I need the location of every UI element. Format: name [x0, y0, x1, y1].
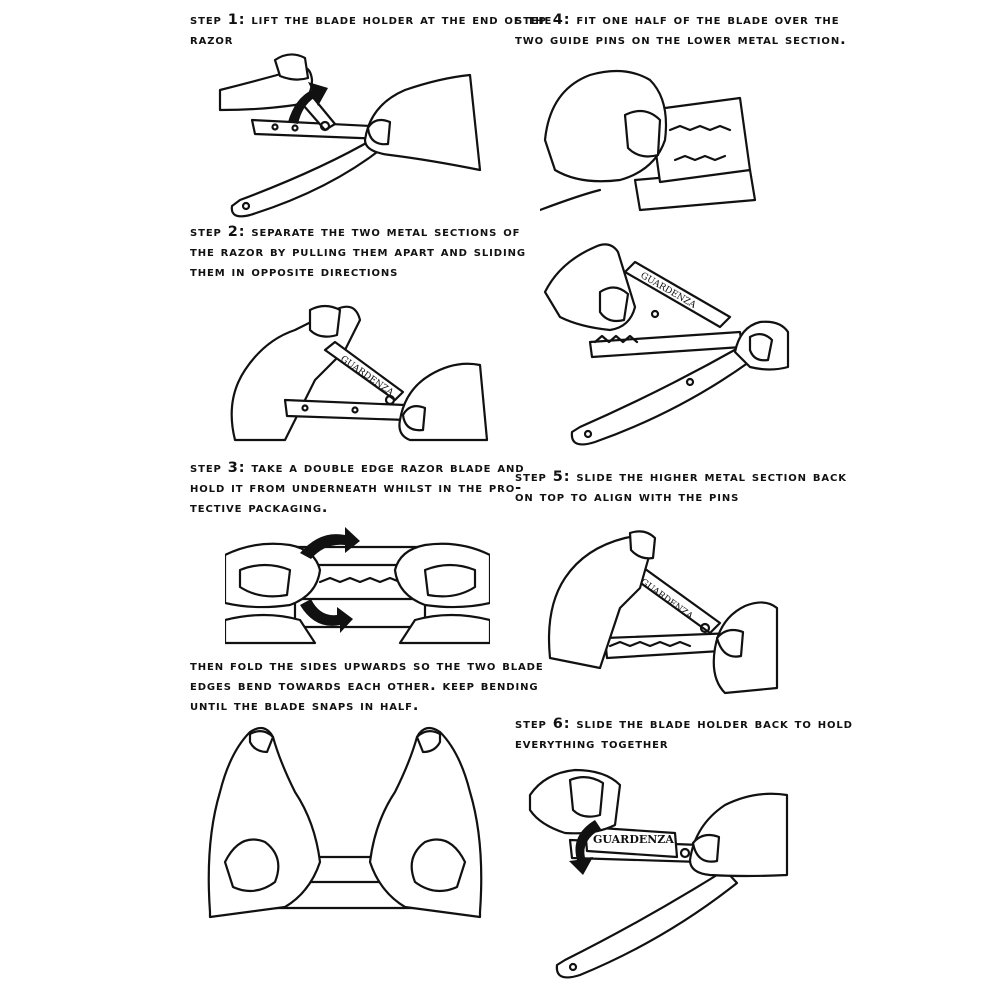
- razor-handle: [555, 868, 739, 979]
- right-thumbnail: [423, 563, 477, 598]
- slide-arrow-icon: [569, 820, 601, 875]
- step3-illustration: [225, 527, 490, 645]
- step3b-instruction: Then fold the sides upwards so the two b…: [190, 658, 544, 714]
- blade-edge: [608, 640, 692, 648]
- brand-label: GUARDENZA: [593, 833, 674, 846]
- lift-arrow-icon: [288, 82, 328, 124]
- thumbnail: [623, 109, 662, 158]
- left-hand-bottom: [225, 613, 317, 645]
- step6-instruction: Step 6: Slide the blade holder back to h…: [515, 716, 853, 752]
- left-thumbnail: [308, 304, 342, 338]
- step2-illustration: GUARDENZA: [230, 304, 489, 442]
- left-thumbnail: [238, 563, 292, 598]
- razor-handle: [230, 136, 387, 218]
- right-index-nail: [415, 730, 442, 754]
- step4-instruction: Step 4: Fit one half of the blade over t…: [515, 12, 847, 48]
- rotate-arrow-bottom-icon: [300, 599, 353, 633]
- step4-illustration-bottom: GUARDENZA: [543, 243, 790, 446]
- left-thumbnail: [598, 286, 630, 323]
- blade-edge: [593, 334, 639, 344]
- blade-edge: [668, 124, 732, 132]
- step1-instruction: Step 1: Lift the blade holder at the end…: [190, 12, 553, 48]
- lower-metal-section: [588, 330, 744, 359]
- right-thumbnail: [410, 838, 467, 893]
- left-thumbnail: [273, 53, 310, 81]
- right-thumbnail: [691, 833, 721, 863]
- upper-metal-section: [323, 340, 405, 402]
- razor-handle: [570, 345, 754, 446]
- right-thumbnail: [401, 405, 427, 432]
- step3b-illustration: [207, 726, 483, 919]
- right-hand: [363, 73, 482, 172]
- blade-slot: [318, 576, 402, 584]
- left-thumbnail: [628, 530, 657, 560]
- right-hand: [712, 601, 779, 695]
- brand-label: GUARDENZA: [338, 354, 395, 398]
- step1-illustration: [218, 53, 482, 218]
- right-thumbnail: [366, 118, 392, 146]
- step5-instruction: Step 5: Slide the higher metal section b…: [515, 469, 847, 505]
- upper-metal-section: [623, 260, 732, 329]
- step3-instruction: Step 3: Take a double edge razor blade a…: [190, 460, 525, 516]
- step6-illustration: GUARDENZA: [528, 768, 789, 979]
- left-index-nail: [248, 730, 275, 754]
- rotate-arrow-top-icon: [300, 527, 360, 559]
- brand-label: GUARDENZA: [639, 271, 698, 311]
- left-thumbnail: [568, 776, 605, 818]
- right-thumbnail: [748, 333, 774, 362]
- step5-illustration: GUARDENZA: [547, 530, 779, 695]
- left-thumbnail: [223, 838, 280, 893]
- right-thumbnail: [715, 628, 745, 658]
- blade-edge-lower: [673, 154, 727, 162]
- step4-illustration-top: [540, 69, 757, 212]
- hand-outline: [540, 188, 602, 212]
- step2-instruction: Step 2: Separate the two metal sections …: [190, 224, 526, 280]
- left-hand: [230, 305, 362, 442]
- right-hand-bottom: [398, 613, 490, 645]
